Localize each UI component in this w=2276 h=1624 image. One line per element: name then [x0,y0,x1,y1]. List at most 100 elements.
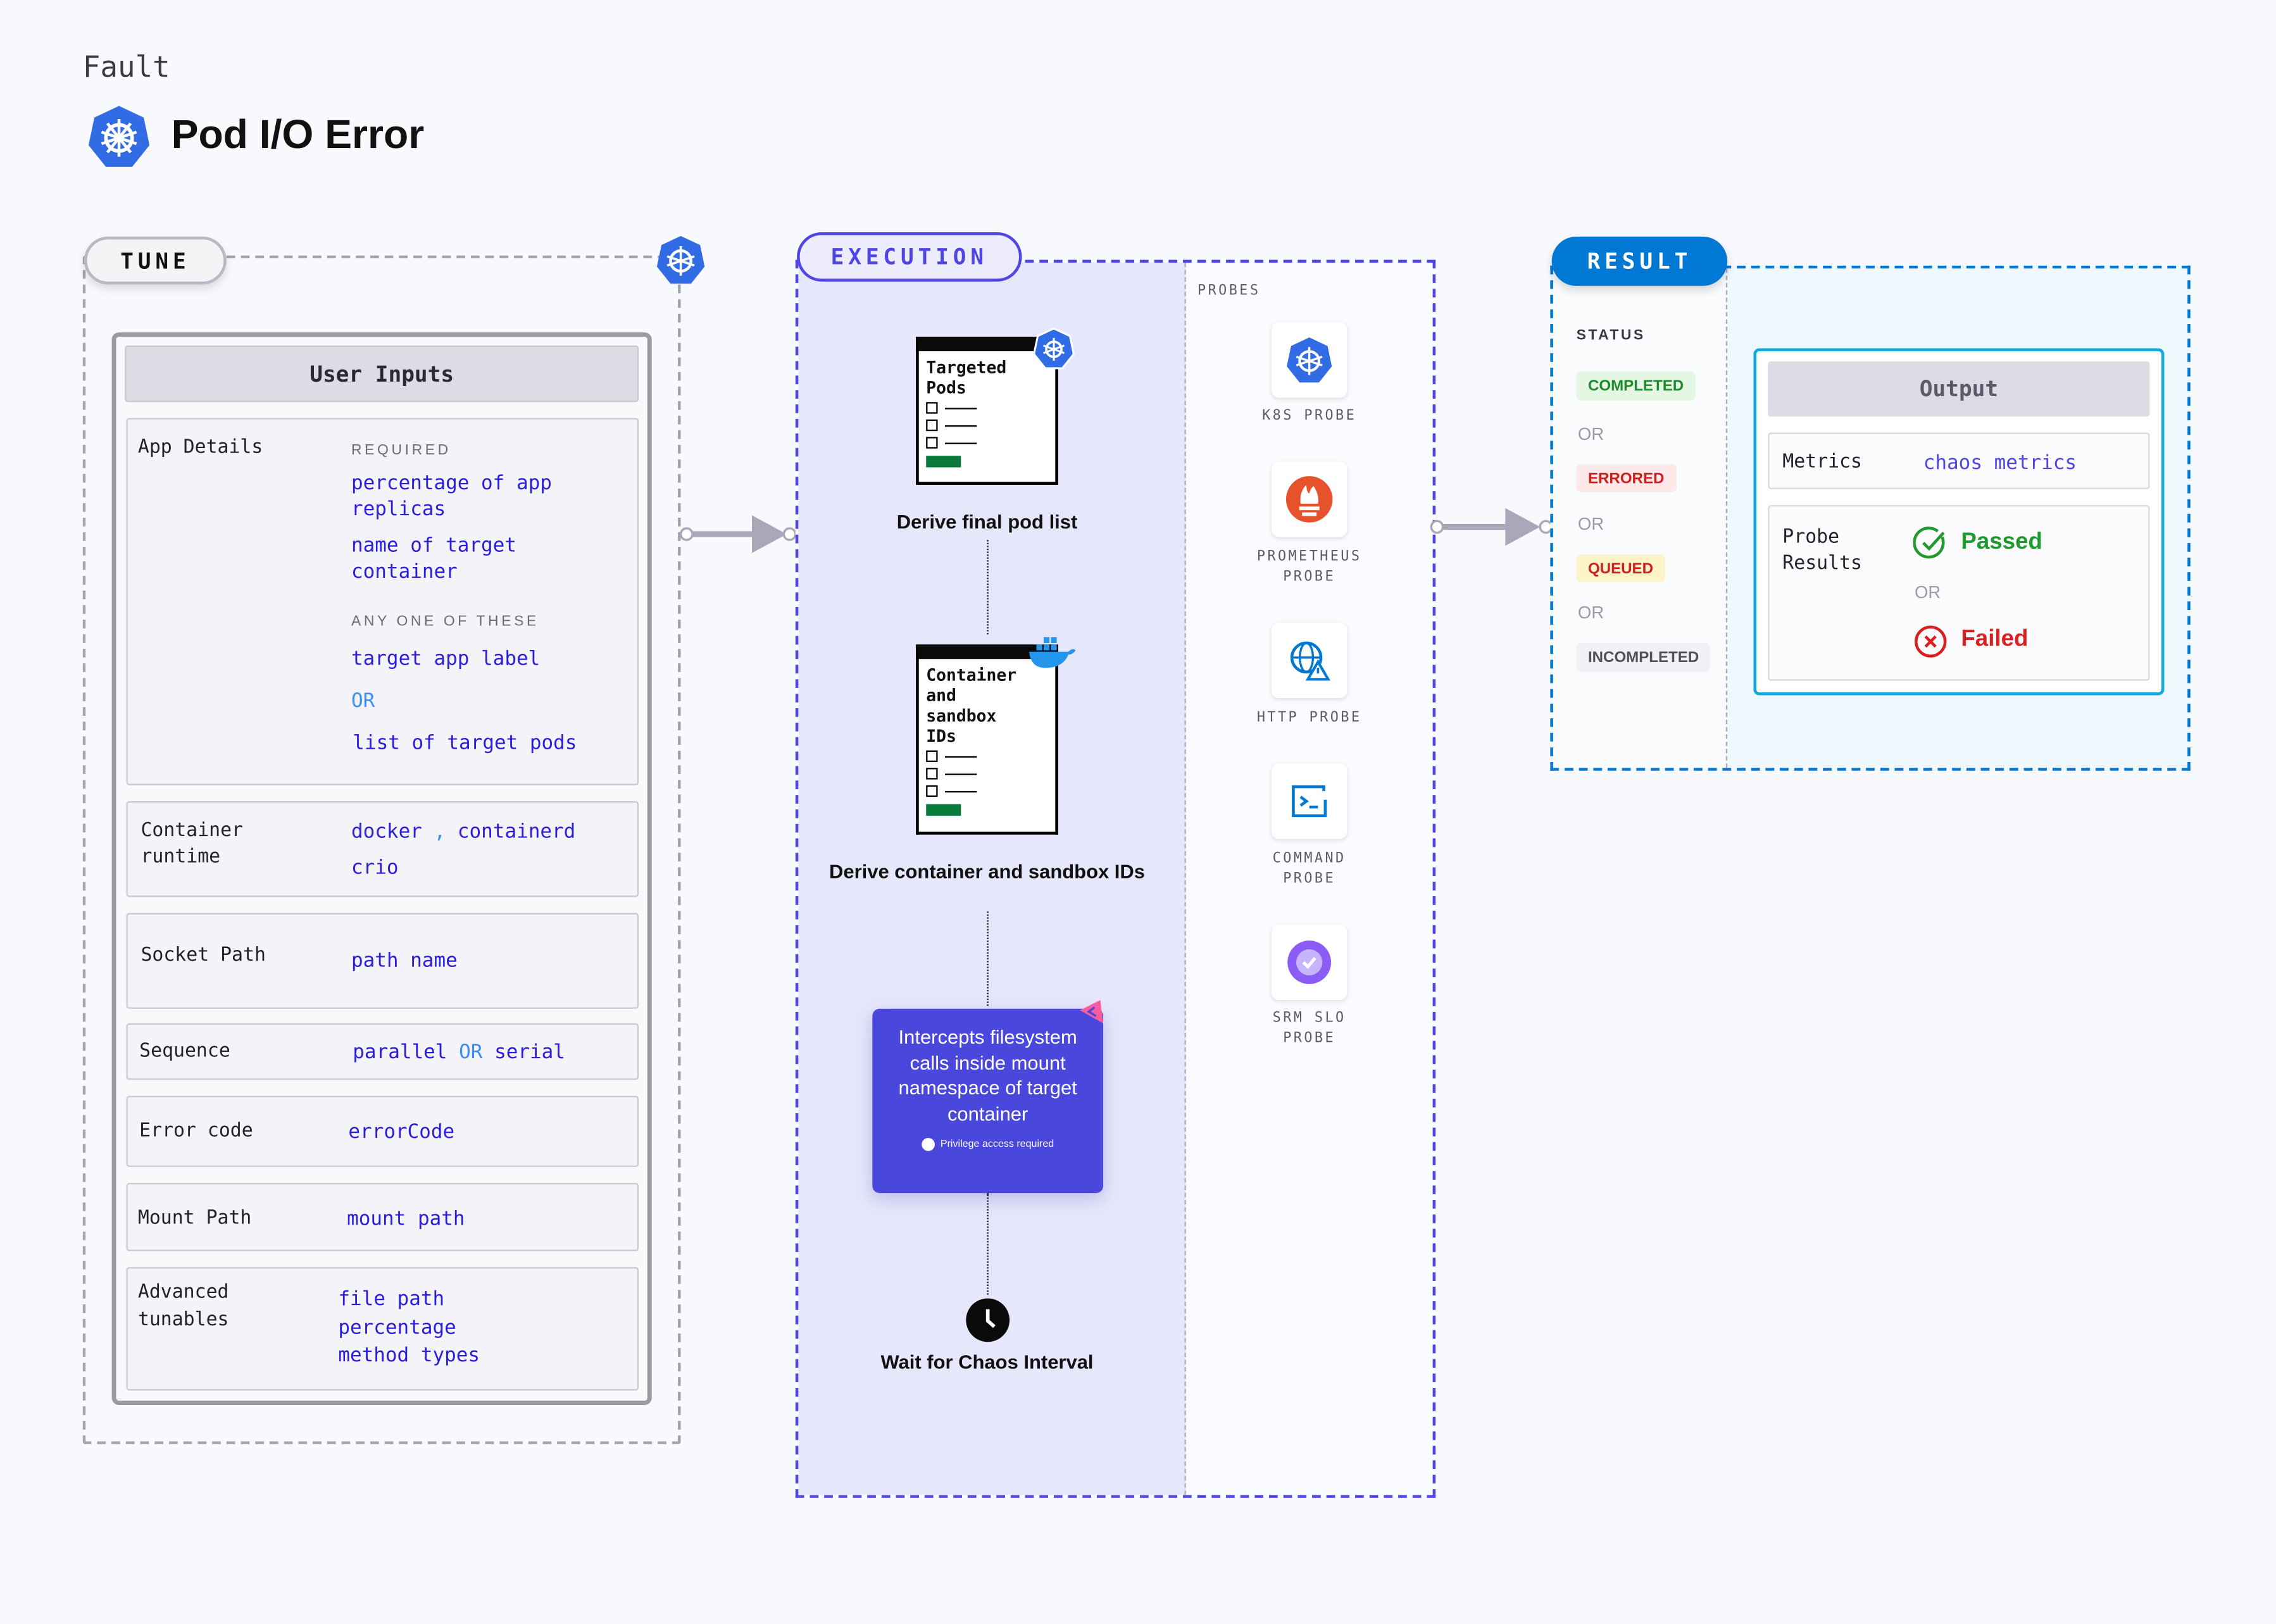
advanced-method-types: method types [338,1344,480,1368]
intercept-step-box: Intercepts filesystem calls inside mount… [872,1008,1103,1194]
or-text: OR [1914,582,1941,603]
container-runtime-label: Container runtime [141,820,244,868]
runtime-values: docker , containerd [351,818,575,844]
or-text: OR [1577,513,1604,534]
socket-path-row: Socket Path path name [126,913,639,1009]
runtime-containerd: containerd [457,820,576,844]
command-probe-label: COMMAND PROBE [1272,850,1346,887]
flow-connector [987,1193,989,1295]
srm-icon [1287,940,1332,984]
srm-slo-probe-label: SRM SLO PROBE [1272,1010,1346,1047]
mount-path-value: mount path [347,1208,465,1231]
metrics-value: chaos metrics [1923,451,2077,475]
app-details-row: App Details REQUIRED percentage of app r… [126,418,639,785]
or-text: OR [1577,602,1604,623]
status-caption: STATUS [1576,328,1646,344]
kubernetes-icon [88,106,150,167]
error-code-label: Error code [139,1120,253,1142]
doc-title: Targeted Pods [926,357,1007,398]
kubernetes-icon [1287,337,1332,383]
input-target-container: name of target container [351,534,516,584]
probe-results-label: Probe Results [1782,527,1862,575]
targeted-pods-doc: Targeted Pods [916,337,1058,485]
check-circle-icon [1913,527,1945,559]
sequence-serial: serial [494,1040,565,1065]
http-probe-label: HTTP PROBE [1256,709,1362,726]
status-errored: ERRORED [1576,464,1676,492]
container-runtime-row: Container runtime docker , containerd cr… [126,801,639,897]
input-target-pods: list of target pods [353,731,577,755]
execution-label: EXECUTION [797,232,1022,282]
container-ids-doc: Container and sandbox IDs [916,644,1058,835]
required-caption: REQUIRED [351,442,451,459]
mount-path-row: Mount Path mount path [126,1183,639,1251]
runtime-sep: , [434,820,446,844]
runtime-crio: crio [351,856,399,880]
sequence-label: Sequence [139,1040,230,1063]
srm-slo-probe-card[interactable] [1272,924,1347,1001]
mount-path-label: Mount Path [137,1208,252,1230]
status-incompleted: INCOMPLETED [1576,642,1711,672]
output-header: Output [1768,361,2150,417]
status-completed: COMPLETED [1576,372,1696,401]
prometheus-probe-label: PROMETHEUS PROBE [1256,548,1362,585]
tune-section [82,255,681,1444]
sequence-values: parallel OR serial [353,1039,565,1065]
metrics-label: Metrics [1782,451,1862,473]
http-probe-card[interactable] [1272,622,1347,699]
lock-icon [922,1138,935,1151]
status-queued: QUEUED [1576,554,1665,582]
prometheus-icon [1285,476,1333,523]
page-title: Pod I/O Error [171,111,425,157]
step-derive-pod-list: Derive final pod list [896,511,1078,533]
kubernetes-icon [1032,327,1075,370]
app-details-label: App Details [137,437,263,459]
privilege-note: Privilege access required [872,1138,1103,1151]
doc-title: Container and sandbox IDs [926,665,1017,746]
privilege-note-text: Privilege access required [940,1139,1054,1150]
result-label: RESULT [1551,236,1728,286]
input-target-app-label: target app label [351,647,541,671]
advanced-percentage: percentage [338,1316,456,1340]
flow-arrow [679,515,797,553]
error-code-row: Error code errorCode [126,1096,639,1167]
docker-icon [1029,637,1076,668]
probe-results-row: Probe Results Passed OR Failed [1768,505,2150,681]
terminal-icon [1292,785,1327,818]
tune-label: TUNE [84,236,227,285]
socket-path-label: Socket Path [141,945,266,967]
runtime-docker: docker [351,820,422,844]
globe-warning-icon [1290,641,1331,681]
probes-caption: PROBES [1197,283,1261,299]
kubernetes-icon [656,235,705,284]
advanced-file-path: file path [338,1287,445,1311]
sequence-or: OR [459,1040,483,1065]
flow-connector [987,540,989,635]
socket-path-value: path name [351,949,458,973]
chaos-icon [1080,1000,1103,1023]
status-column [1553,268,1728,768]
clock-icon [966,1298,1010,1342]
k8s-probe-card[interactable] [1272,322,1347,398]
error-code-value: errorCode [348,1120,455,1144]
advanced-tunables-row: Advanced tunables file path percentage m… [126,1267,639,1391]
input-percentage-app-replicas: percentage of app replicas [351,472,552,522]
probe-failed: Failed [1961,627,2029,652]
user-inputs-header: User Inputs [125,345,639,403]
flow-connector [987,911,989,1006]
prometheus-probe-card[interactable] [1272,461,1347,537]
probe-passed: Passed [1961,530,2042,555]
metrics-row: Metrics chaos metrics [1768,432,2150,489]
flow-arrow [1430,508,1552,546]
sequence-row: Sequence parallel OR serial [126,1023,639,1080]
intercept-step-label: Intercepts filesystem calls inside mount… [898,1026,1077,1125]
k8s-probe-label: K8S PROBE [1262,408,1357,424]
or-text: OR [1577,423,1604,444]
sequence-parallel: parallel [353,1040,447,1065]
or-text: OR [351,689,375,713]
any-one-caption: ANY ONE OF THESE [351,614,539,630]
step-derive-container-ids: Derive container and sandbox IDs [829,860,1145,883]
x-circle-icon [1914,625,1947,658]
command-probe-card[interactable] [1272,763,1347,839]
fault-category: Fault [82,49,170,85]
